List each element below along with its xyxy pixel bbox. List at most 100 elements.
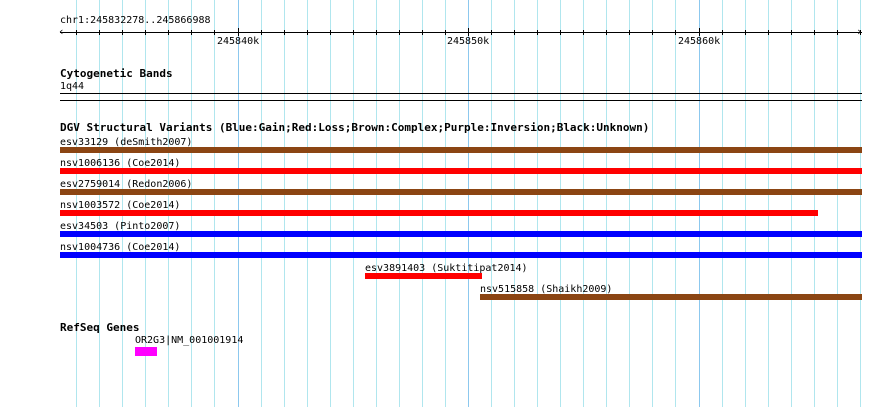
- grid-line: [745, 0, 746, 407]
- cyto-band-label: 1q44: [60, 81, 85, 92]
- variant-label: esv2759014 (Redon2006): [60, 179, 193, 190]
- grid-line: [376, 0, 377, 407]
- grid-line: [307, 0, 308, 407]
- variant-label: esv3891403 (Suktitipat2014): [365, 263, 528, 274]
- ruler-axis[interactable]: [60, 32, 862, 33]
- grid-line: [191, 0, 192, 407]
- ruler-tick: [445, 30, 446, 35]
- cyto-band-top[interactable]: [60, 93, 862, 94]
- scroll-right-icon[interactable]: ›: [856, 26, 863, 37]
- variant-feature[interactable]: [60, 189, 862, 195]
- ruler-tick: [376, 30, 377, 35]
- grid-line: [837, 0, 838, 407]
- variant-feature[interactable]: [60, 252, 862, 258]
- grid-line: [791, 0, 792, 407]
- ruler-tick: [168, 30, 169, 35]
- ruler-tick: [76, 30, 77, 35]
- grid-line: [768, 0, 769, 407]
- grid-line: [722, 0, 723, 407]
- ruler-tick: [284, 30, 285, 35]
- gene-label: OR2G3|NM_001001914: [135, 335, 244, 346]
- ruler-tick: [238, 28, 239, 36]
- tick-label: 245860k: [678, 36, 721, 47]
- grid-line: [860, 0, 861, 407]
- grid-line: [652, 0, 653, 407]
- ruler-tick: [468, 28, 469, 36]
- ruler-tick: [99, 30, 100, 35]
- ruler-tick: [814, 30, 815, 35]
- grid-line: [238, 0, 239, 407]
- grid-line: [353, 0, 354, 407]
- variant-feature[interactable]: [60, 168, 862, 174]
- grid-line: [583, 0, 584, 407]
- ruler-tick: [422, 30, 423, 35]
- ruler-tick: [491, 30, 492, 35]
- variant-feature[interactable]: [365, 273, 482, 279]
- ruler-tick: [583, 30, 584, 35]
- ruler-tick: [791, 30, 792, 35]
- ruler-tick: [353, 30, 354, 35]
- ruler-tick: [330, 30, 331, 35]
- ruler-tick: [214, 30, 215, 35]
- variant-feature[interactable]: [60, 231, 862, 237]
- ruler-tick: [860, 30, 861, 35]
- grid-line: [99, 0, 100, 407]
- ruler-tick: [722, 30, 723, 35]
- grid-line: [445, 0, 446, 407]
- variant-feature[interactable]: [60, 147, 862, 153]
- ruler-tick: [122, 30, 123, 35]
- cyto-band-bottom: [60, 100, 862, 101]
- gene-feature[interactable]: [135, 347, 157, 356]
- grid-line: [214, 0, 215, 407]
- variant-label: esv33129 (deSmith2007): [60, 137, 193, 148]
- grid-line: [675, 0, 676, 407]
- variant-feature[interactable]: [480, 294, 862, 300]
- ruler-tick: [675, 30, 676, 35]
- grid-line: [537, 0, 538, 407]
- variant-label: nsv1006136 (Coe2014): [60, 158, 181, 169]
- grid-line: [422, 0, 423, 407]
- grid-line: [468, 0, 469, 407]
- ruler-tick: [145, 30, 146, 35]
- ruler-tick: [745, 30, 746, 35]
- refseq-track-title: RefSeq Genes: [60, 321, 140, 334]
- ruler-tick: [191, 30, 192, 35]
- tick-label: 245840k: [217, 36, 260, 47]
- ruler-tick: [837, 30, 838, 35]
- ruler-tick: [768, 30, 769, 35]
- dgv-track-title: DGV Structural Variants (Blue:Gain;Red:L…: [60, 121, 650, 134]
- ruler-tick: [606, 30, 607, 35]
- ruler-tick: [514, 30, 515, 35]
- grid-line: [491, 0, 492, 407]
- ruler-tick: [699, 28, 700, 36]
- ruler-tick: [652, 30, 653, 35]
- grid-line: [606, 0, 607, 407]
- grid-line: [122, 0, 123, 407]
- ruler-tick: [537, 30, 538, 35]
- grid-line: [76, 0, 77, 407]
- tick-label: 245850k: [447, 36, 490, 47]
- grid-line: [814, 0, 815, 407]
- grid-line: [261, 0, 262, 407]
- grid-line: [560, 0, 561, 407]
- ruler-tick: [307, 30, 308, 35]
- grid-line: [629, 0, 630, 407]
- variant-label: nsv515858 (Shaikh2009): [480, 284, 613, 295]
- grid-line: [145, 0, 146, 407]
- ruler-tick: [560, 30, 561, 35]
- cyto-track-title: Cytogenetic Bands: [60, 67, 173, 80]
- ruler-tick: [261, 30, 262, 35]
- grid-line: [399, 0, 400, 407]
- ruler-tick: [399, 30, 400, 35]
- grid-line: [284, 0, 285, 407]
- variant-label: nsv1003572 (Coe2014): [60, 200, 181, 211]
- grid-line: [514, 0, 515, 407]
- variant-feature[interactable]: [60, 210, 818, 216]
- grid-line: [168, 0, 169, 407]
- variant-label: esv34503 (Pinto2007): [60, 221, 181, 232]
- grid-line: [699, 0, 700, 407]
- scroll-left-icon[interactable]: ‹: [58, 25, 65, 38]
- ruler-tick: [629, 30, 630, 35]
- variant-label: nsv1004736 (Coe2014): [60, 242, 181, 253]
